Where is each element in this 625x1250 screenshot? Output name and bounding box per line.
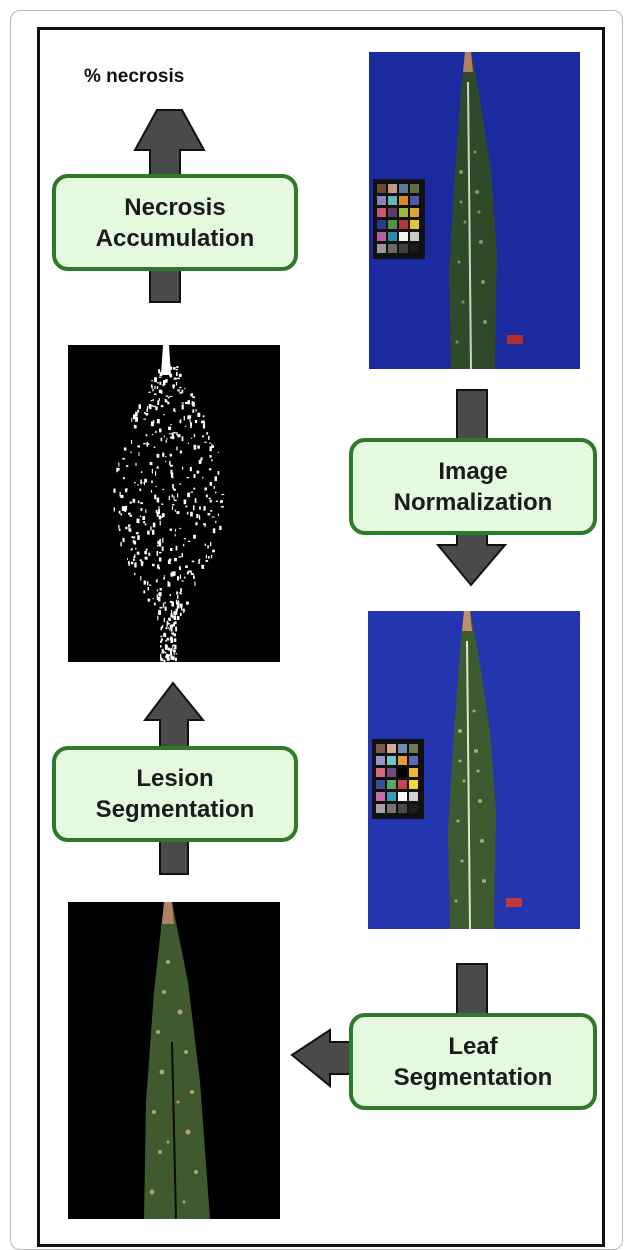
normalized-leaf-photo xyxy=(368,611,580,929)
step-leaf-segmentation: Leaf Segmentation xyxy=(349,1013,597,1110)
lesion-mask-image xyxy=(68,345,280,662)
raw-leaf-photo xyxy=(369,52,580,369)
step-lesion-segmentation: Lesion Segmentation xyxy=(52,746,298,842)
arrow-left-segmented xyxy=(290,1028,354,1089)
step-image-normalization: Image Normalization xyxy=(349,438,597,535)
color-checker xyxy=(373,179,425,259)
step-necrosis-accumulation-line2: Accumulation xyxy=(95,224,255,252)
segmented-leaf-image xyxy=(68,902,280,1219)
output-label: % necrosis xyxy=(84,66,185,87)
step-lesion-segmentation-line2: Segmentation xyxy=(95,796,255,823)
step-lesion-segmentation-line1: Lesion xyxy=(136,765,214,792)
step-image-normalization-line1: Image xyxy=(438,457,508,485)
step-leaf-segmentation-line2: Segmentation xyxy=(393,1063,553,1091)
step-image-normalization-line2: Normalization xyxy=(393,488,553,516)
color-checker-normalized xyxy=(372,739,424,819)
step-necrosis-accumulation: Necrosis Accumulation xyxy=(52,174,298,271)
arrow-stem-leaf-seg xyxy=(456,963,488,1017)
step-necrosis-accumulation-line1: Necrosis xyxy=(124,193,226,221)
step-leaf-segmentation-line1: Leaf xyxy=(448,1032,498,1060)
